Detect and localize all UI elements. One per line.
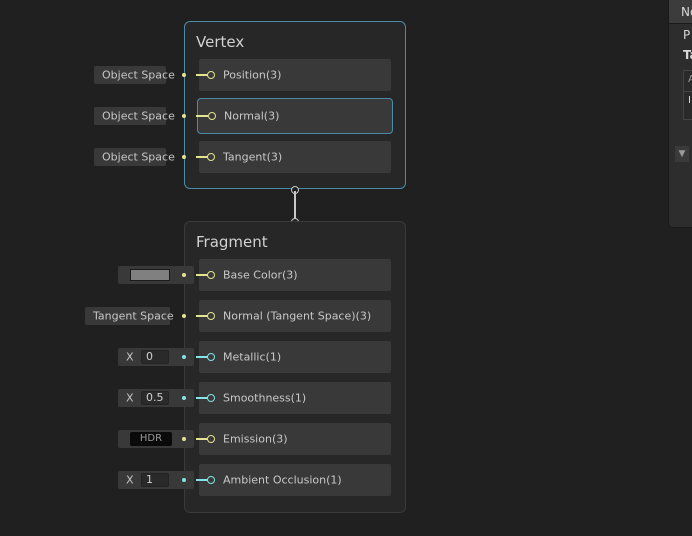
normal-ts-input-port[interactable] bbox=[207, 312, 215, 320]
normal-ts-wire-dot bbox=[182, 314, 186, 318]
vertex-context-block[interactable]: Vertex Position(3) Normal(3) Tangent(3) bbox=[184, 21, 406, 189]
fragment-block-title: Fragment bbox=[196, 233, 268, 251]
position-wire-dot bbox=[182, 73, 186, 77]
ambient-occlusion-axis-label: X bbox=[126, 473, 134, 487]
normal-ts-space-dropdown[interactable]: Tangent Space bbox=[85, 307, 174, 325]
metallic-wire bbox=[196, 356, 208, 358]
base-color-wire bbox=[196, 274, 208, 276]
collapse-arrow-icon[interactable]: ▼ bbox=[675, 146, 689, 162]
emission-hdr-swatch[interactable]: HDR bbox=[130, 432, 172, 446]
position-wire bbox=[196, 74, 208, 76]
normal-ts-wire bbox=[196, 315, 208, 317]
fragment-ambient-occlusion-slot[interactable]: Ambient Occlusion(1) bbox=[199, 464, 391, 496]
fragment-normal-slot[interactable]: Normal (Tangent Space)(3) bbox=[199, 300, 391, 332]
fragment-context-block[interactable]: Fragment Base Color(3) Normal (Tangent S… bbox=[184, 221, 406, 513]
normal-ts-slot-label: Normal (Tangent Space)(3) bbox=[223, 309, 372, 323]
metallic-axis-label: X bbox=[126, 350, 134, 364]
vertex-normal-slot[interactable]: Normal(3) bbox=[197, 98, 393, 134]
normal-wire bbox=[196, 115, 208, 117]
tangent-wire-dot bbox=[182, 155, 186, 159]
smoothness-float-field[interactable]: X 0.5 bbox=[118, 389, 194, 407]
base-color-field[interactable] bbox=[118, 266, 194, 284]
ambient-occlusion-input-port[interactable] bbox=[207, 476, 215, 484]
inspector-header-title: No bbox=[681, 5, 692, 19]
inspector-property-label: P bbox=[683, 28, 691, 42]
smoothness-slot-label: Smoothness(1) bbox=[223, 391, 307, 405]
emission-slot-label: Emission(3) bbox=[223, 432, 288, 446]
ambient-occlusion-float-field[interactable]: X 1 bbox=[118, 471, 194, 489]
base-color-input-port[interactable] bbox=[207, 271, 215, 279]
metallic-input-port[interactable] bbox=[207, 353, 215, 361]
metallic-value-input[interactable]: 0 bbox=[141, 350, 169, 364]
position-input-port[interactable] bbox=[207, 71, 215, 79]
inspector-tab-label[interactable]: Ta bbox=[683, 48, 692, 62]
position-space-dropdown[interactable]: Object Space bbox=[94, 66, 175, 84]
inspector-list-box[interactable]: A I bbox=[683, 70, 692, 120]
smoothness-axis-label: X bbox=[126, 391, 134, 405]
fragment-metallic-slot[interactable]: Metallic(1) bbox=[199, 341, 391, 373]
metallic-slot-label: Metallic(1) bbox=[223, 350, 282, 364]
smoothness-value-input[interactable]: 0.5 bbox=[141, 391, 169, 405]
position-space-value: Object Space bbox=[102, 68, 175, 82]
emission-wire bbox=[196, 438, 208, 440]
tangent-space-dropdown[interactable]: Object Space bbox=[94, 148, 175, 166]
inspector-list-divider bbox=[684, 91, 692, 92]
position-slot-label: Position(3) bbox=[223, 68, 282, 82]
smoothness-wire-dot bbox=[182, 396, 186, 400]
tangent-space-value: Object Space bbox=[102, 150, 175, 164]
smoothness-wire bbox=[196, 397, 208, 399]
vertex-block-title: Vertex bbox=[196, 33, 245, 51]
metallic-float-field[interactable]: X 0 bbox=[118, 348, 194, 366]
emission-input-port[interactable] bbox=[207, 435, 215, 443]
smoothness-input-port[interactable] bbox=[207, 394, 215, 402]
ambient-occlusion-slot-label: Ambient Occlusion(1) bbox=[223, 473, 342, 487]
ambient-occlusion-wire-dot bbox=[182, 478, 186, 482]
normal-wire-dot bbox=[182, 114, 186, 118]
normal-input-port[interactable] bbox=[208, 112, 216, 120]
inspector-list-header: A bbox=[688, 74, 692, 85]
base-color-swatch[interactable] bbox=[130, 269, 170, 281]
base-color-wire-dot bbox=[182, 273, 186, 277]
normal-space-dropdown[interactable]: Object Space bbox=[94, 107, 175, 125]
flow-connector-line bbox=[294, 191, 296, 220]
fragment-base-color-slot[interactable]: Base Color(3) bbox=[199, 259, 391, 291]
fragment-smoothness-slot[interactable]: Smoothness(1) bbox=[199, 382, 391, 414]
emission-wire-dot bbox=[182, 437, 186, 441]
normal-space-value: Object Space bbox=[102, 109, 175, 123]
vertex-position-slot[interactable]: Position(3) bbox=[199, 59, 391, 91]
fragment-emission-slot[interactable]: Emission(3) bbox=[199, 423, 391, 455]
metallic-wire-dot bbox=[182, 355, 186, 359]
tangent-slot-label: Tangent(3) bbox=[223, 150, 283, 164]
base-color-slot-label: Base Color(3) bbox=[223, 268, 298, 282]
inspector-header[interactable]: No bbox=[669, 0, 692, 24]
tangent-wire bbox=[196, 156, 208, 158]
graph-inspector-panel[interactable]: No P Ta A I ▼ bbox=[668, 0, 692, 228]
inspector-list-item[interactable]: I bbox=[688, 95, 691, 106]
tangent-input-port[interactable] bbox=[207, 153, 215, 161]
ambient-occlusion-wire bbox=[196, 479, 208, 481]
emission-hdr-field[interactable]: HDR bbox=[118, 430, 194, 448]
normal-slot-label: Normal(3) bbox=[224, 109, 280, 123]
vertex-tangent-slot[interactable]: Tangent(3) bbox=[199, 141, 391, 173]
normal-ts-space-value: Tangent Space bbox=[93, 309, 174, 323]
ambient-occlusion-value-input[interactable]: 1 bbox=[141, 473, 169, 487]
